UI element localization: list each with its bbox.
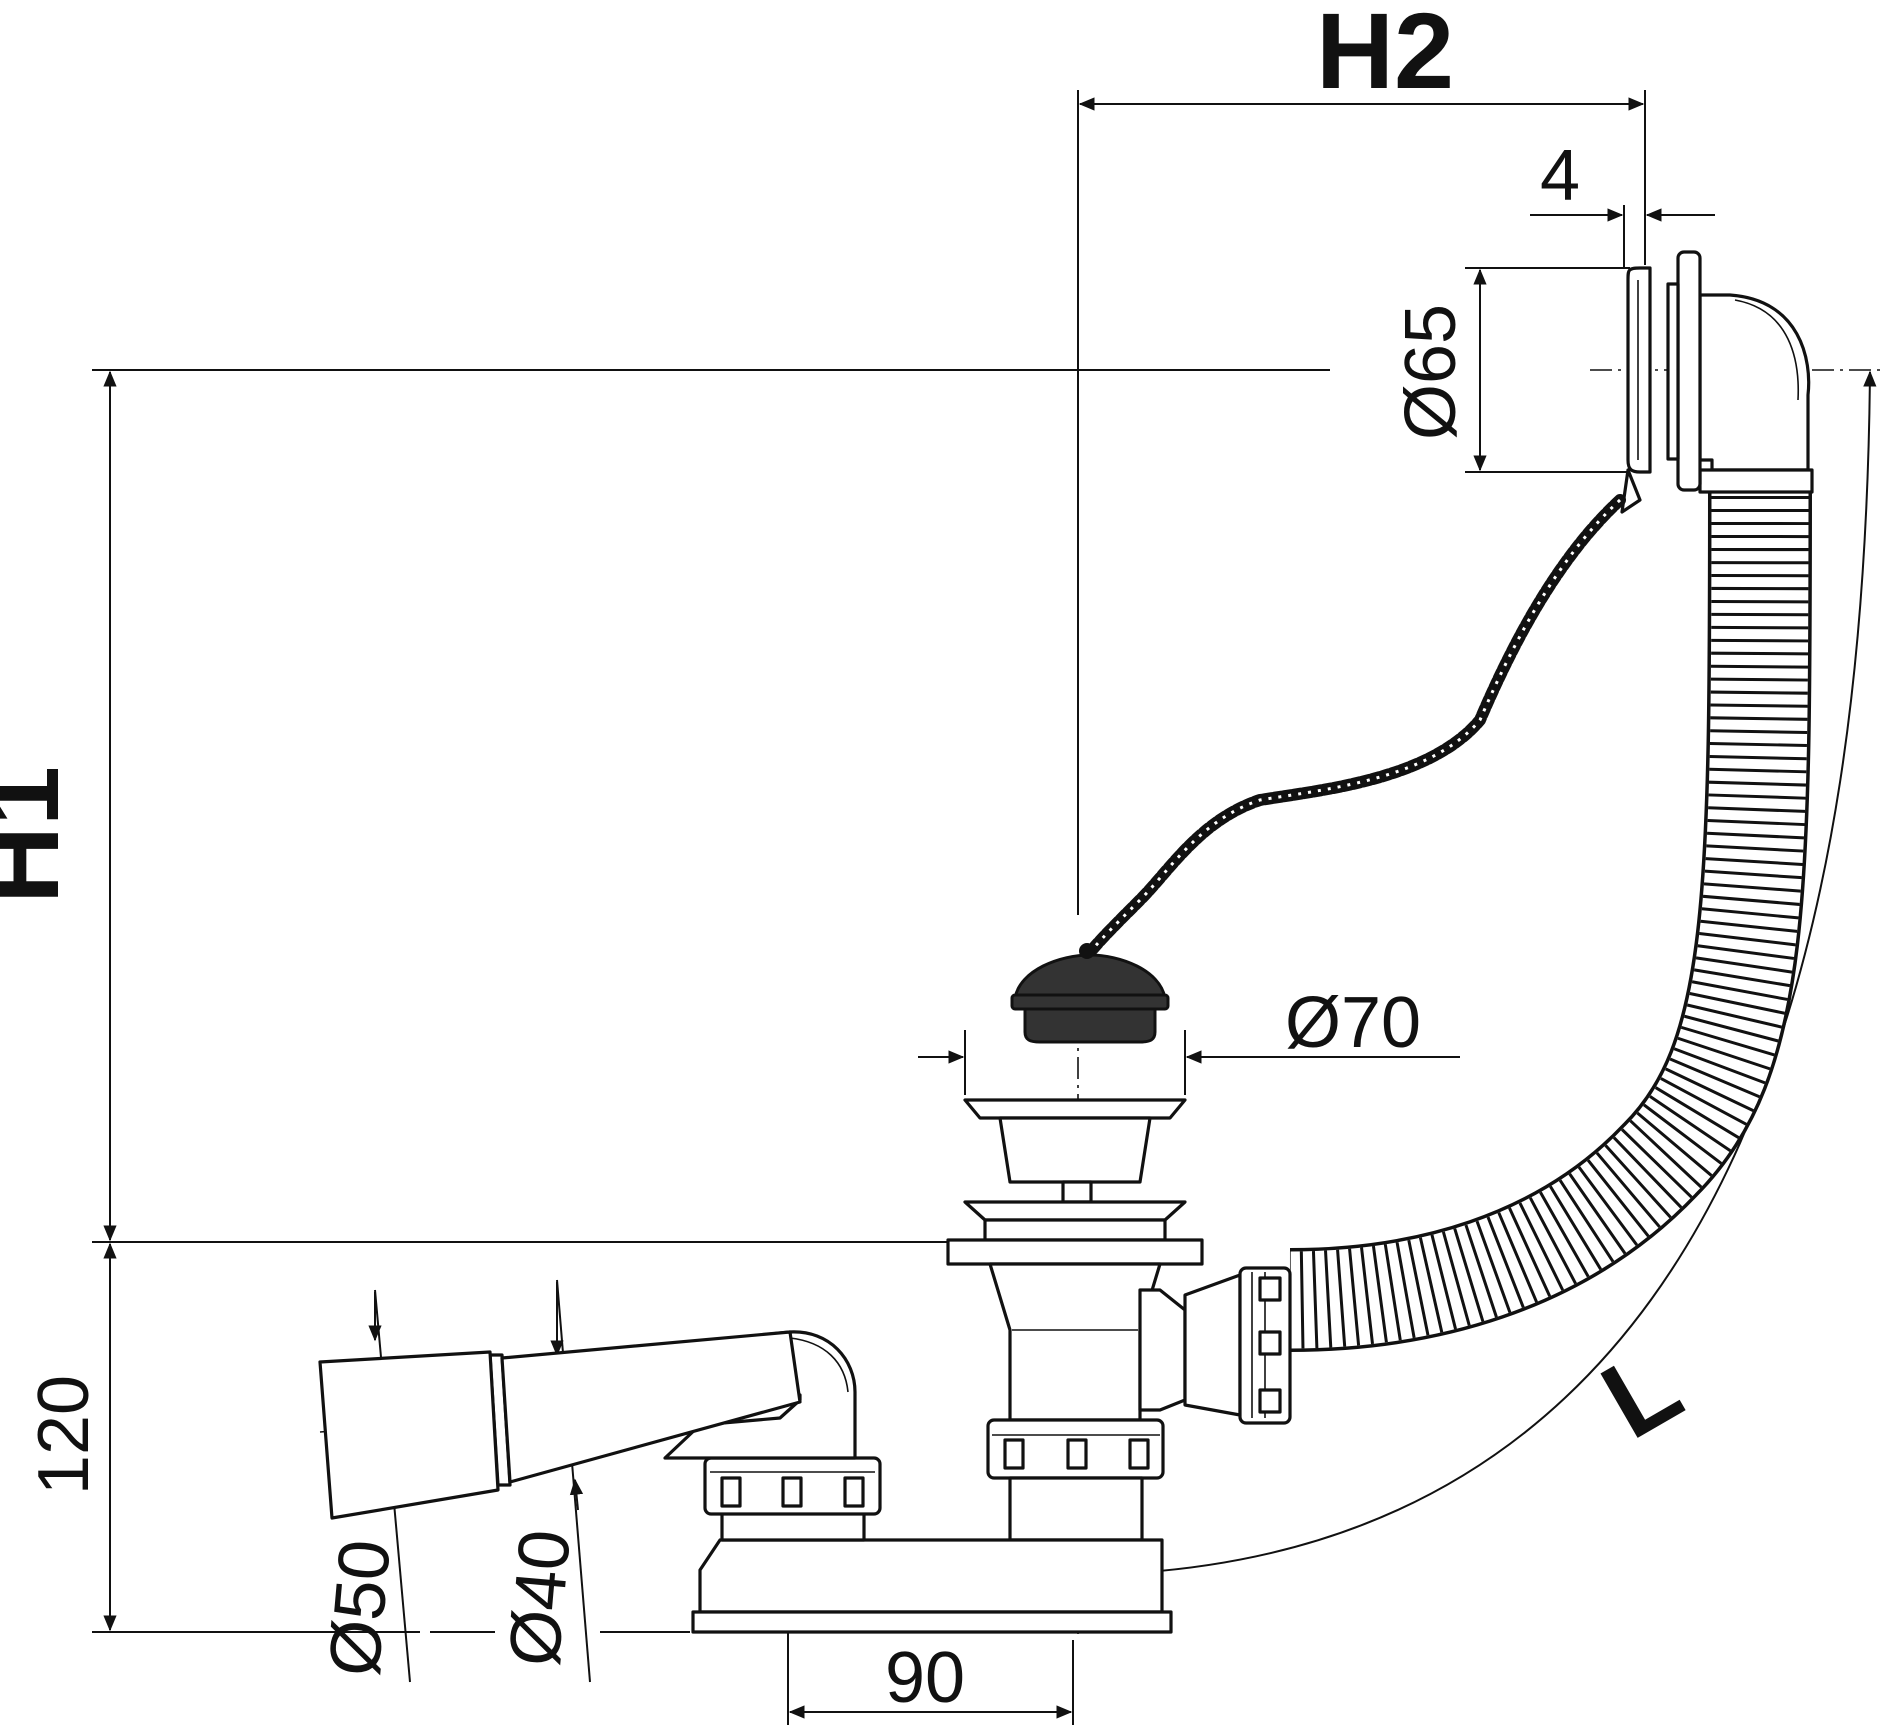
lower-flange-ring xyxy=(983,1218,1167,1242)
overflow-cover xyxy=(1626,266,1652,474)
strainer-cup xyxy=(998,1116,1152,1184)
ninety-label: 90 xyxy=(885,1638,965,1718)
four-label: 4 xyxy=(1540,136,1580,216)
pipe-d50 xyxy=(318,1350,500,1520)
strainer-flange xyxy=(963,1098,1187,1120)
drain-nut-tab-2 xyxy=(1066,1438,1088,1470)
overflow-flange xyxy=(1676,250,1702,492)
trap-body xyxy=(698,1538,1164,1614)
l-label: L xyxy=(1582,1324,1700,1462)
side-branch xyxy=(1138,1288,1187,1412)
chain-hook xyxy=(1620,468,1642,514)
d40-arrow-bottom xyxy=(569,1478,584,1511)
plug-cap xyxy=(1013,953,1167,1000)
riser-nut-tab-2 xyxy=(781,1476,803,1508)
h2-label: H2 xyxy=(1316,0,1454,111)
washer-plate xyxy=(946,1238,1204,1266)
d50-label: Ø50 xyxy=(314,1537,406,1680)
drain-nut-tab-1 xyxy=(1003,1438,1025,1470)
overflow-elbow-inner xyxy=(1734,299,1800,401)
d70-label: Ø70 xyxy=(1285,983,1421,1063)
drain-body-cone xyxy=(988,1262,1162,1422)
d65-label: Ø65 xyxy=(1391,304,1471,440)
drain-plug xyxy=(1010,943,1170,1044)
trap-neck xyxy=(720,1510,866,1542)
dimension-lines xyxy=(92,90,1882,1725)
trap-base-plate xyxy=(691,1610,1173,1634)
plug-knob xyxy=(1079,943,1095,959)
nut-tab-2 xyxy=(1258,1330,1282,1356)
overflow-assembly xyxy=(1620,250,1814,514)
nut-tab-3 xyxy=(1258,1388,1282,1414)
pipe-d40 xyxy=(500,1330,802,1484)
hose-adapter xyxy=(1183,1273,1242,1417)
plug-body xyxy=(1023,1007,1157,1044)
plug-rim xyxy=(1010,993,1170,1011)
height-120-label: 120 xyxy=(24,1375,104,1495)
overflow-hose-collar xyxy=(1698,468,1814,494)
flexible-hose xyxy=(1289,469,1812,1352)
overflow-elbow xyxy=(1698,293,1811,472)
drain-body xyxy=(946,1098,1292,1542)
strainer-screw xyxy=(1061,1180,1093,1204)
outlet-elbow-inner xyxy=(789,1337,849,1393)
riser-nut-tab-3 xyxy=(843,1476,865,1508)
drain-stem xyxy=(1008,1476,1144,1542)
riser-nut-tab-1 xyxy=(720,1476,742,1508)
h1-label: H1 xyxy=(0,766,81,904)
length-l-curve xyxy=(1078,370,1877,1582)
lower-flange xyxy=(963,1200,1187,1222)
outlet-pipes xyxy=(318,1330,882,1520)
labels: H2 H1 L 4 Ø65 Ø70 120 90 Ø50 Ø40 xyxy=(0,0,1700,1718)
nut-tab-1 xyxy=(1258,1276,1282,1302)
drain-nut-tab-3 xyxy=(1128,1438,1150,1470)
d40-label: Ø40 xyxy=(494,1527,586,1670)
trap-base xyxy=(691,1510,1173,1634)
overflow-ring xyxy=(1666,282,1680,461)
plug-chain xyxy=(1079,494,1626,966)
